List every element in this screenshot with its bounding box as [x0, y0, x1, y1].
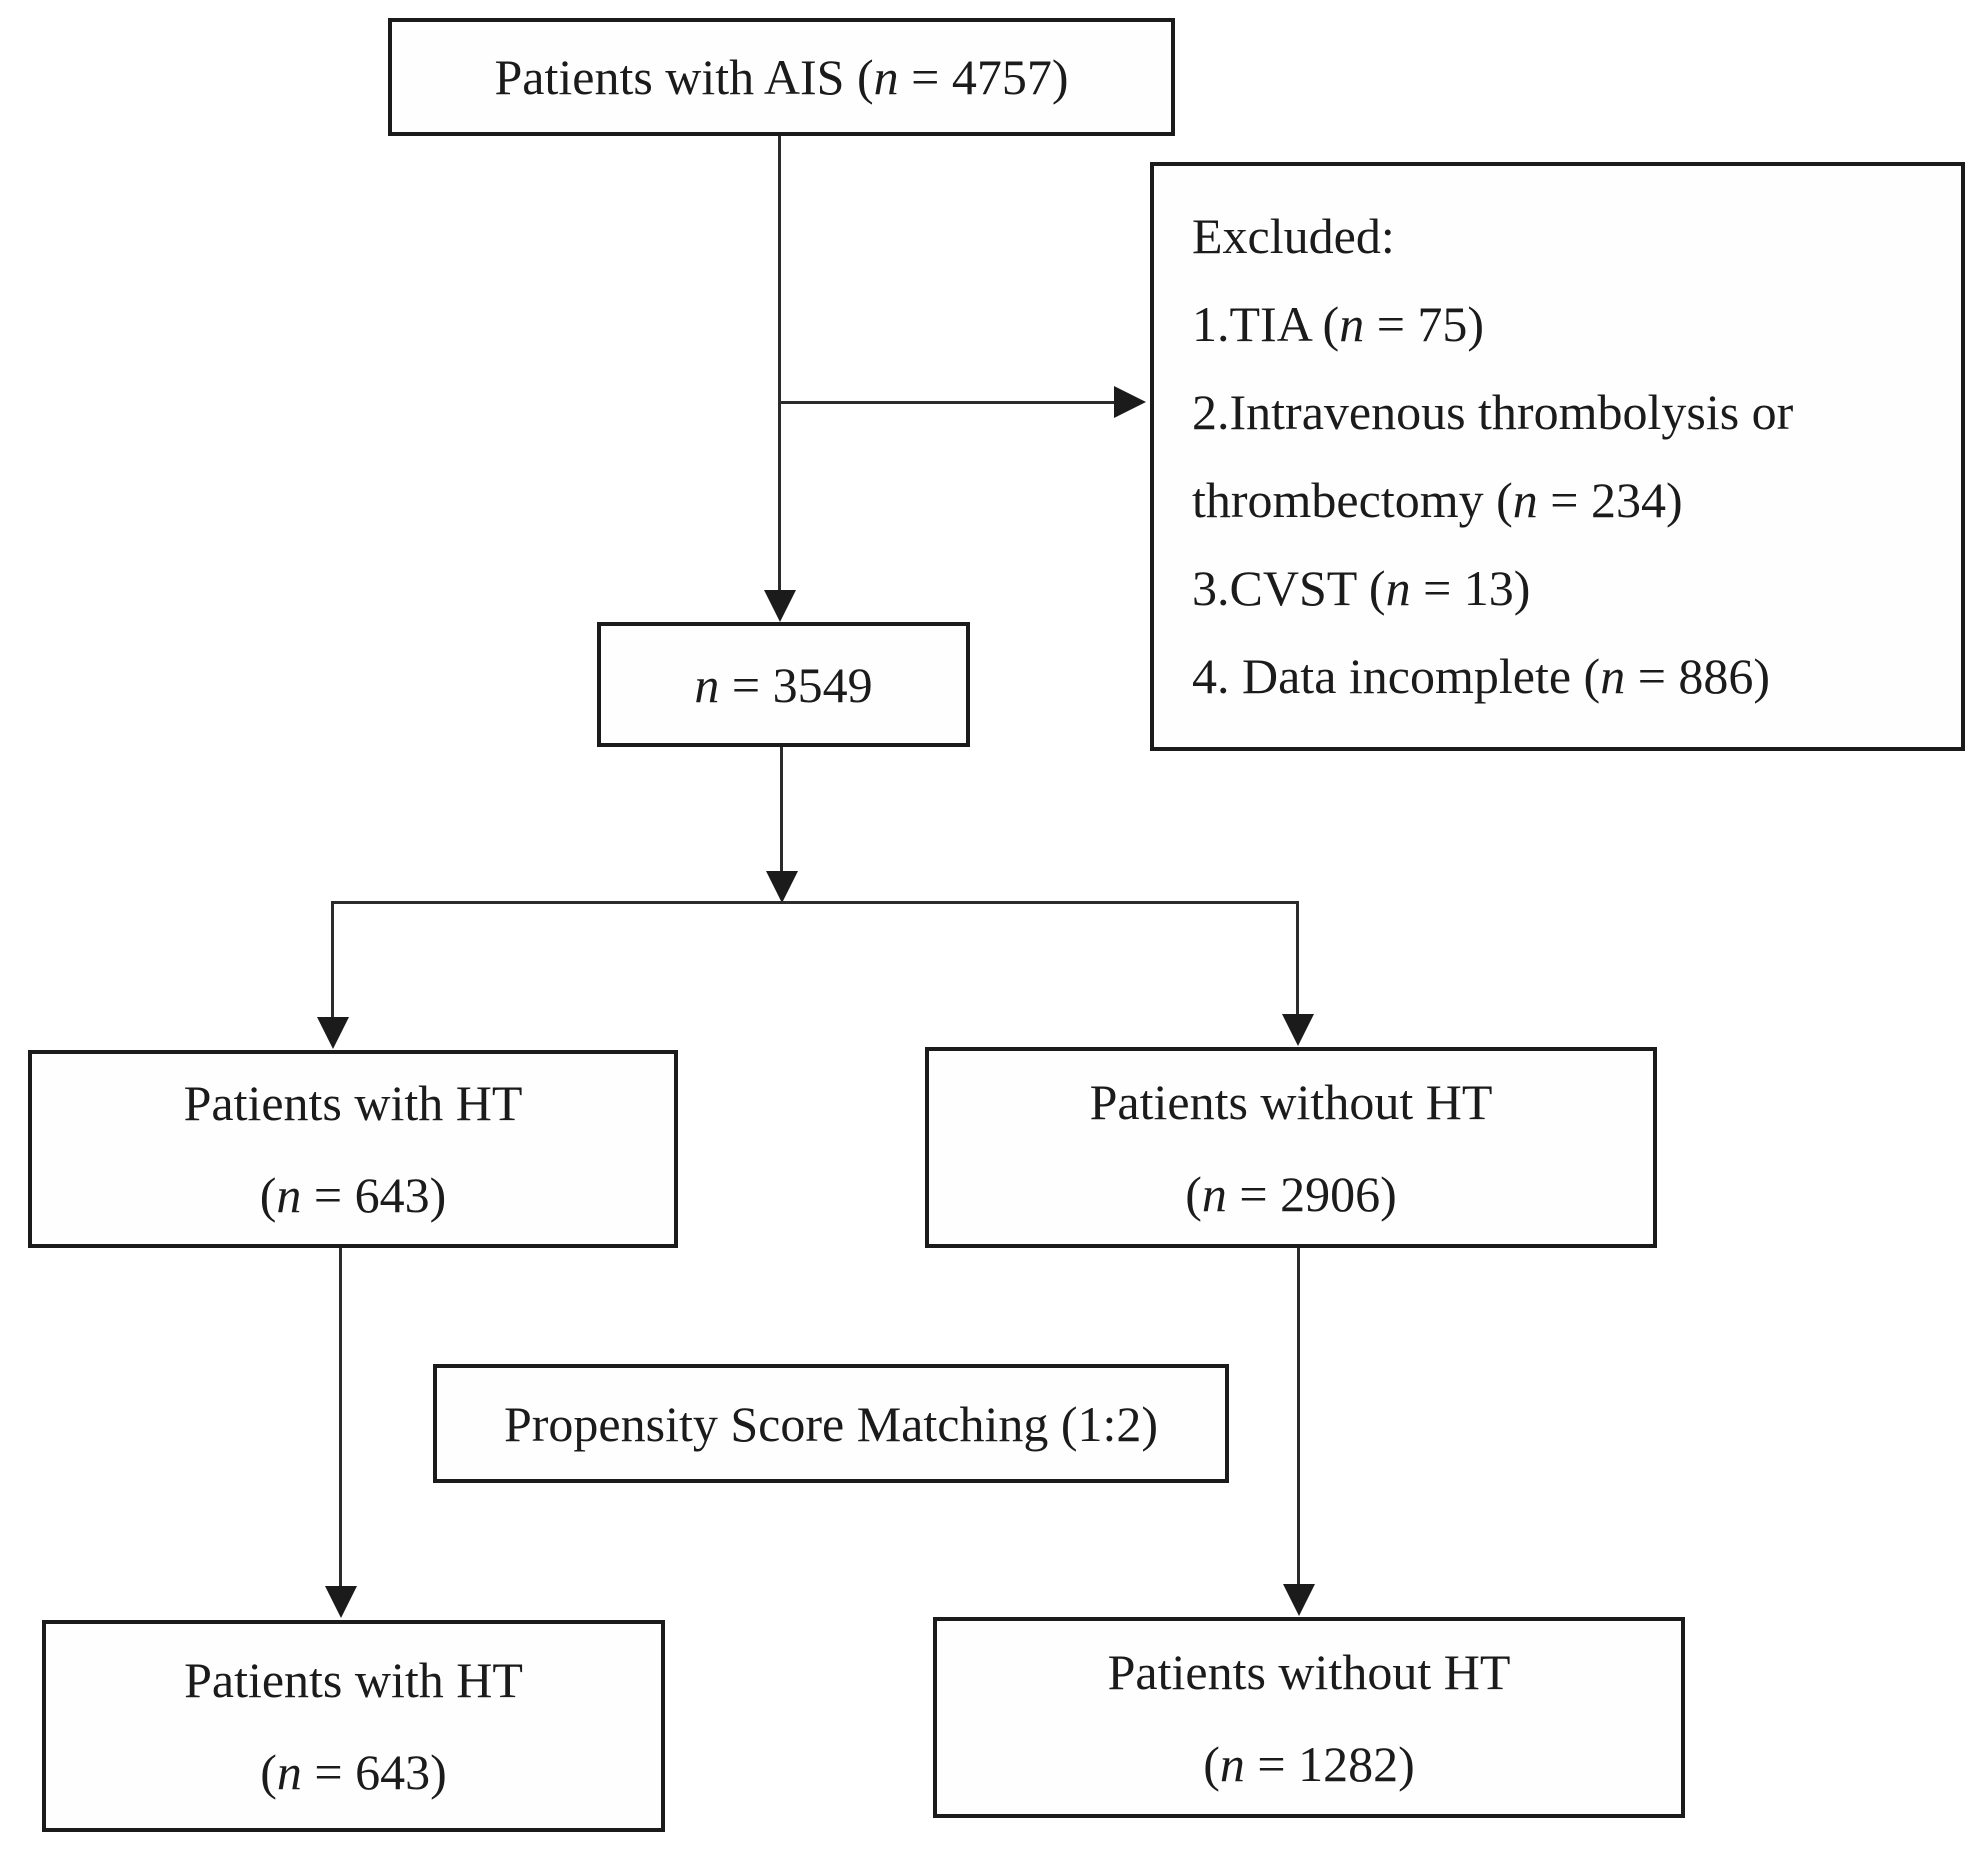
connector-cohort-to-branch: [780, 747, 783, 873]
box-patients-without-ht-count: (n = 2906): [1185, 1165, 1397, 1222]
box-patients-without-ht-matched-label: Patients without HT: [1107, 1643, 1511, 1700]
box-propensity-score-matching-label: Propensity Score Matching (1:2): [503, 1395, 1159, 1452]
connector-ais-to-cohort: [778, 136, 781, 594]
connector-branch-horizontal: [333, 901, 1299, 904]
arrowhead-branch-to-with-ht: [317, 1017, 349, 1049]
box-patients-with-ht-matched: Patients with HT (n = 643): [42, 1620, 665, 1832]
excluded-item-tia: 1.TIA (n = 75): [1192, 296, 1485, 352]
box-cohort-n3549-label: n = 3549: [694, 656, 873, 713]
box-cohort-n3549: n = 3549: [597, 622, 970, 747]
arrowhead-to-excluded: [1114, 386, 1146, 418]
box-patients-without-ht-label: Patients without HT: [1089, 1073, 1493, 1130]
connector-branch-to-with-ht: [331, 901, 334, 1019]
excluded-item-thrombolysis-1: 2.Intravenous thrombolysis or: [1192, 384, 1794, 440]
box-excluded: Excluded: 1.TIA (n = 75) 2.Intravenous t…: [1150, 162, 1965, 751]
box-patients-with-ht-matched-label: Patients with HT: [184, 1652, 523, 1708]
connector-branch-to-without-ht: [1296, 901, 1299, 1016]
arrowhead-without-ht-to-matched: [1283, 1584, 1315, 1616]
connector-with-ht-to-matched: [339, 1248, 342, 1588]
box-patients-with-ht-matched-count: (n = 643): [260, 1744, 447, 1800]
box-patients-without-ht-matched-count: (n = 1282): [1203, 1735, 1415, 1792]
excluded-heading: Excluded:: [1192, 208, 1395, 264]
arrowhead-cohort-to-branch: [766, 871, 798, 903]
box-patients-with-ht-label: Patients with HT: [183, 1075, 523, 1131]
arrowhead-branch-to-without-ht: [1282, 1014, 1314, 1046]
box-patients-with-ht-count: (n = 643): [259, 1167, 447, 1223]
box-patients-without-ht: Patients without HT (n = 2906): [925, 1047, 1657, 1248]
box-patients-with-ht: Patients with HT (n = 643): [28, 1050, 678, 1248]
excluded-item-thrombolysis-2: thrombectomy (n = 234): [1192, 472, 1683, 528]
arrowhead-ais-to-cohort: [764, 590, 796, 622]
connector-without-ht-to-matched: [1297, 1248, 1300, 1586]
box-patients-ais: Patients with AIS (n = 4757): [388, 18, 1175, 136]
box-propensity-score-matching: Propensity Score Matching (1:2): [433, 1364, 1229, 1483]
arrowhead-with-ht-to-matched: [325, 1586, 357, 1618]
box-patients-ais-label: Patients with AIS (n = 4757): [494, 49, 1069, 105]
excluded-item-cvst: 3.CVST (n = 13): [1192, 560, 1531, 616]
excluded-item-data-incomplete: 4. Data incomplete (n = 886): [1192, 648, 1771, 704]
connector-to-excluded: [780, 401, 1114, 404]
box-patients-without-ht-matched: Patients without HT (n = 1282): [933, 1617, 1685, 1818]
